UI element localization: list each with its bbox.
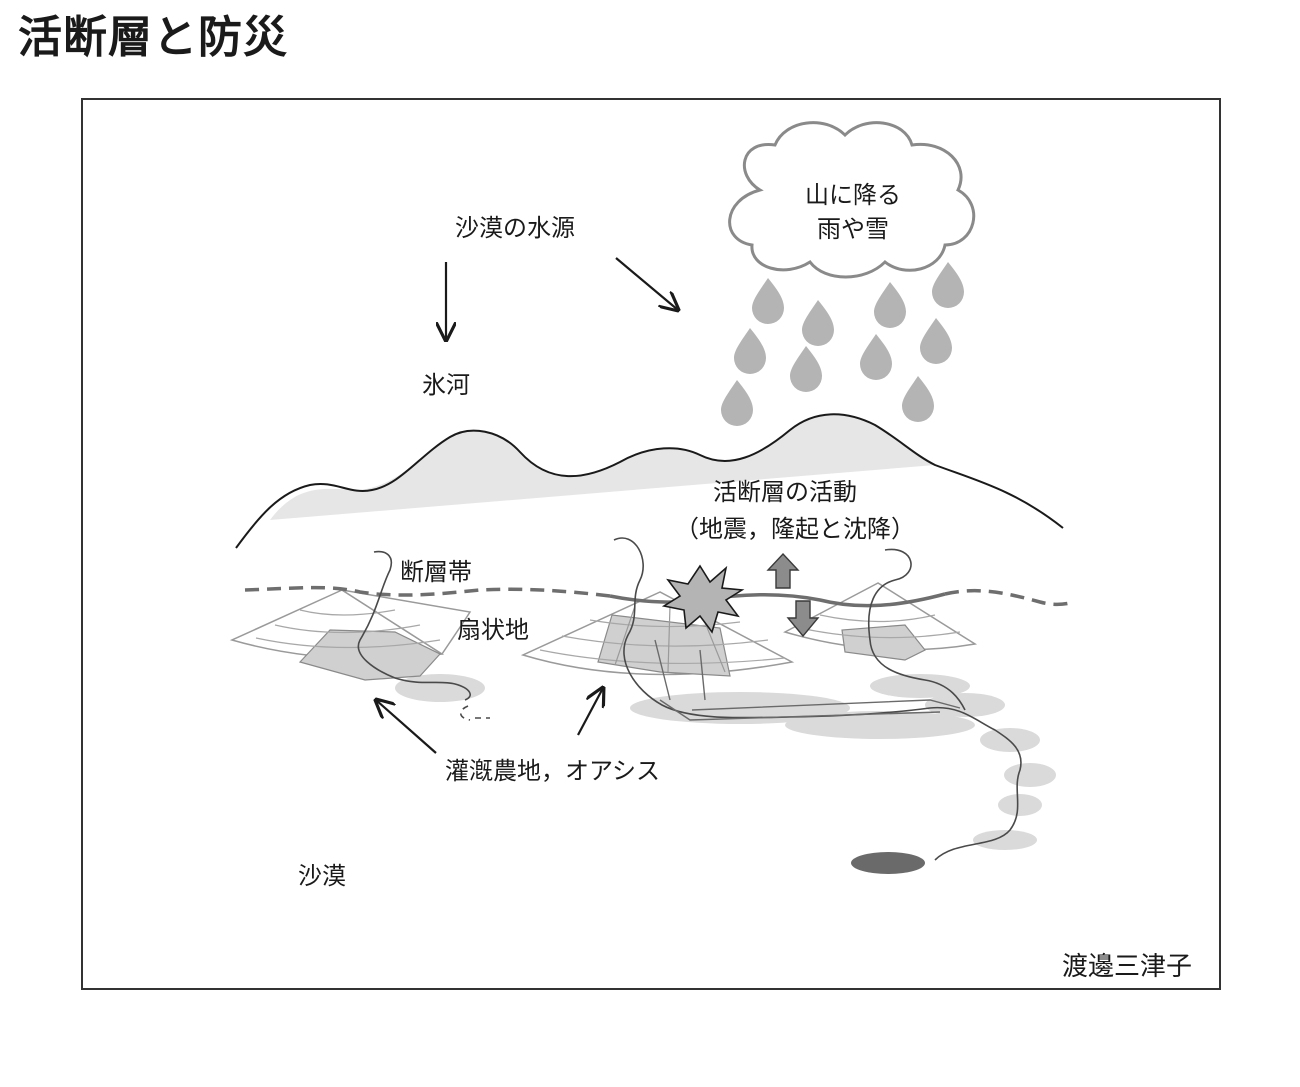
lake bbox=[851, 852, 925, 874]
fault-line-dashed-right bbox=[944, 588, 1071, 607]
alluvial-fan-middle bbox=[520, 591, 795, 677]
author-credit: 渡邊三津子 bbox=[1062, 952, 1192, 982]
raindrop-icon bbox=[802, 300, 834, 346]
raindrop-icon bbox=[902, 376, 934, 422]
cloud-icon bbox=[728, 121, 976, 279]
diagram-frame bbox=[81, 98, 1221, 990]
raindrop-icon bbox=[920, 318, 952, 364]
desert-label: 沙漠 bbox=[298, 862, 346, 890]
fault-activity-label-line2: （地震，隆起と沈降） bbox=[675, 515, 915, 543]
fault-zone-label: 断層帯 bbox=[400, 558, 472, 586]
subsidence-arrow-icon bbox=[786, 600, 820, 638]
uplift-arrow-icon bbox=[766, 552, 800, 589]
alluvial-fan-right bbox=[783, 582, 978, 661]
canals bbox=[654, 639, 961, 721]
raindrop-icon bbox=[752, 278, 784, 324]
irrigated-farmland-label: 灌漑農地，オアシス bbox=[445, 757, 660, 785]
page-title: 活断層と防災 bbox=[18, 12, 288, 63]
rain-label-line2: 雨や雪 bbox=[817, 215, 889, 243]
raindrop-icon bbox=[721, 380, 753, 426]
raindrop-icon bbox=[874, 282, 906, 328]
arrow-to-left-oasis bbox=[376, 700, 437, 754]
earthquake-burst-icon bbox=[661, 564, 745, 634]
rain-label-line1: 山に降る bbox=[805, 181, 901, 209]
water-source-label: 沙漠の水源 bbox=[455, 214, 575, 242]
fault-line-active bbox=[609, 592, 946, 608]
arrow-to-rain bbox=[615, 257, 678, 310]
raindrops-group bbox=[721, 262, 964, 426]
fault-line-dashed-left bbox=[244, 585, 611, 598]
arrow-to-middle-oasis bbox=[577, 688, 603, 736]
glacier-label: 氷河 bbox=[422, 371, 470, 399]
raindrop-icon bbox=[734, 328, 766, 374]
alluvial-fan-left bbox=[229, 589, 472, 681]
alluvial-fan-label: 扇状地 bbox=[457, 616, 529, 644]
raindrop-icon bbox=[790, 346, 822, 392]
fault-activity-label-line1: 活断層の活動 bbox=[713, 478, 857, 506]
raindrop-icon bbox=[932, 262, 964, 308]
mountain-range bbox=[235, 413, 1064, 549]
raindrop-icon bbox=[860, 334, 892, 380]
